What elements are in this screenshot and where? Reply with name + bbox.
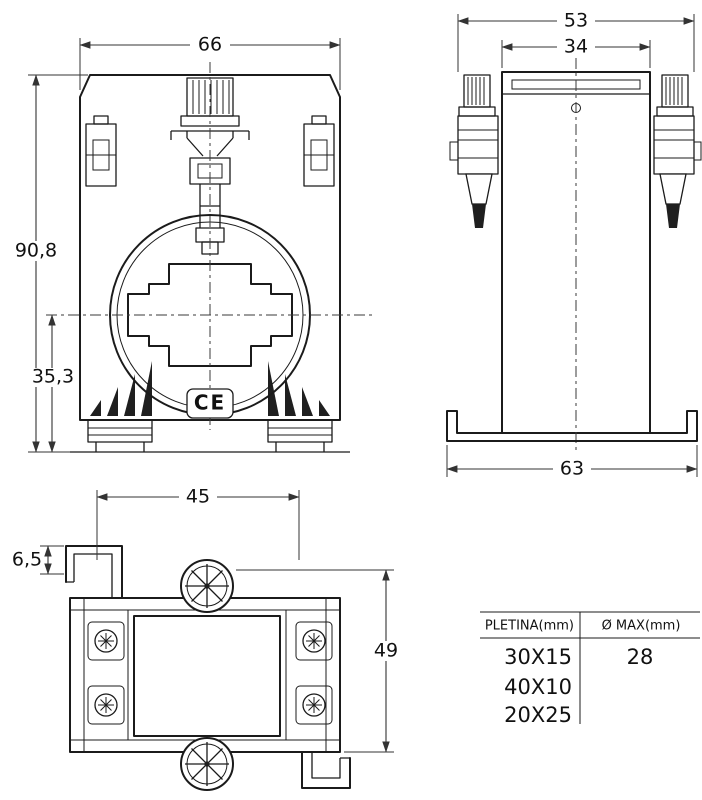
front-left-clamp bbox=[85, 115, 117, 187]
dim-66-label: 66 bbox=[198, 34, 222, 56]
dim-65-label: 6,5 bbox=[12, 549, 42, 571]
front-right-clamp bbox=[303, 115, 335, 187]
table-row-2: 40X10 bbox=[504, 675, 572, 699]
ce-mark: CE bbox=[194, 391, 226, 415]
dim-53-label: 53 bbox=[564, 10, 588, 32]
side-left-clamp bbox=[449, 74, 499, 228]
front-left-fins bbox=[90, 361, 152, 416]
table-row-1: 30X15 bbox=[504, 645, 572, 669]
stepped-busbar-window bbox=[127, 263, 293, 367]
spec-table-rules bbox=[480, 611, 700, 724]
dim-45-extensions bbox=[96, 490, 300, 560]
table-max-value: 28 bbox=[627, 645, 654, 669]
front-left-foot bbox=[87, 419, 153, 443]
plan-bottom-right-hook bbox=[301, 751, 351, 789]
dim-90-label: 90,8 bbox=[15, 240, 57, 262]
foot-detail-lines bbox=[88, 427, 332, 436]
table-header-max: Ø MAX(mm) bbox=[602, 619, 681, 634]
front-body-outline bbox=[79, 74, 341, 421]
plan-window bbox=[133, 615, 281, 737]
front-right-foot bbox=[267, 419, 333, 443]
plan-top-left-hook bbox=[65, 545, 123, 599]
plan-top-clamp-screw bbox=[180, 559, 234, 613]
side-view: 53 34 63 bbox=[446, 10, 702, 480]
dim-63-label: 63 bbox=[560, 458, 584, 480]
side-right-clamp bbox=[653, 74, 702, 228]
screw-knurling bbox=[192, 80, 230, 114]
plan-bottom-clamp-screw bbox=[180, 737, 234, 791]
din-rail-base-line bbox=[70, 442, 350, 453]
table-header-pletina: PLETINA(mm) bbox=[485, 619, 574, 634]
front-view: CE 66 90,8 35,3 bbox=[13, 34, 372, 453]
dim-34-label: 34 bbox=[564, 36, 588, 58]
dim-45-label: 45 bbox=[186, 486, 210, 508]
plan-corner-screws bbox=[87, 621, 333, 725]
dim-49-label: 49 bbox=[374, 640, 398, 662]
spec-table: PLETINA(mm) Ø MAX(mm) 30X15 40X10 20X25 … bbox=[480, 611, 700, 727]
table-row-3: 20X25 bbox=[504, 703, 572, 727]
dim-35-label: 35,3 bbox=[32, 366, 74, 388]
side-base-flange bbox=[446, 410, 698, 442]
dim-65-extensions bbox=[40, 545, 64, 575]
front-right-fins bbox=[268, 361, 330, 416]
ce-mark-box bbox=[186, 388, 234, 419]
bottom-plan-view: 45 6,5 49 bbox=[12, 486, 405, 791]
